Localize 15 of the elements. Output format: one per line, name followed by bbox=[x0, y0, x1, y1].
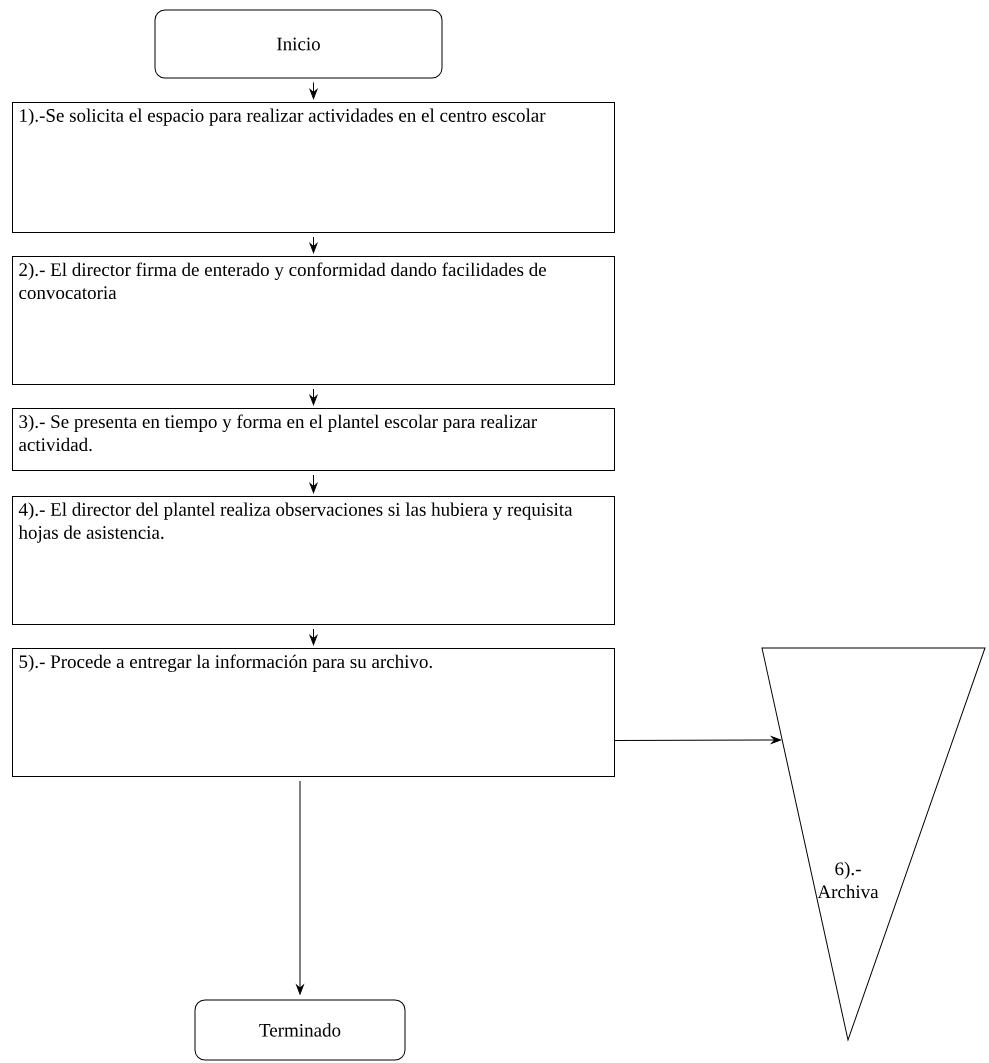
process-box: 3).- Se presenta en tiempo y forma en el plantel escolar para realizar actividad. bbox=[12, 408, 615, 471]
process-box: 1).-Se solicita el espacio para realizar actividades en el centro escolar bbox=[12, 102, 615, 233]
arrow bbox=[309, 82, 318, 100]
arrow bbox=[309, 388, 318, 406]
process-box: 4).- El director del plantel realiza observaciones si las hubiera y requisita hojas de asistencia. bbox=[12, 496, 615, 625]
arrow bbox=[309, 236, 318, 254]
terminal-box: Inicio bbox=[154, 9, 443, 79]
process-box: 2).- El director firma de enterado y conformidad dando facilidades de convocatoria bbox=[12, 256, 615, 385]
arrow bbox=[296, 780, 304, 995]
arrow bbox=[309, 474, 318, 494]
arrow bbox=[309, 628, 318, 646]
process-box: 5).- Procede a entregar la información para su archivo. bbox=[12, 648, 615, 777]
arrow bbox=[614, 736, 782, 744]
terminal-box: Terminado bbox=[194, 999, 406, 1061]
archive-triangle: 6).- Archiva bbox=[761, 647, 986, 1041]
